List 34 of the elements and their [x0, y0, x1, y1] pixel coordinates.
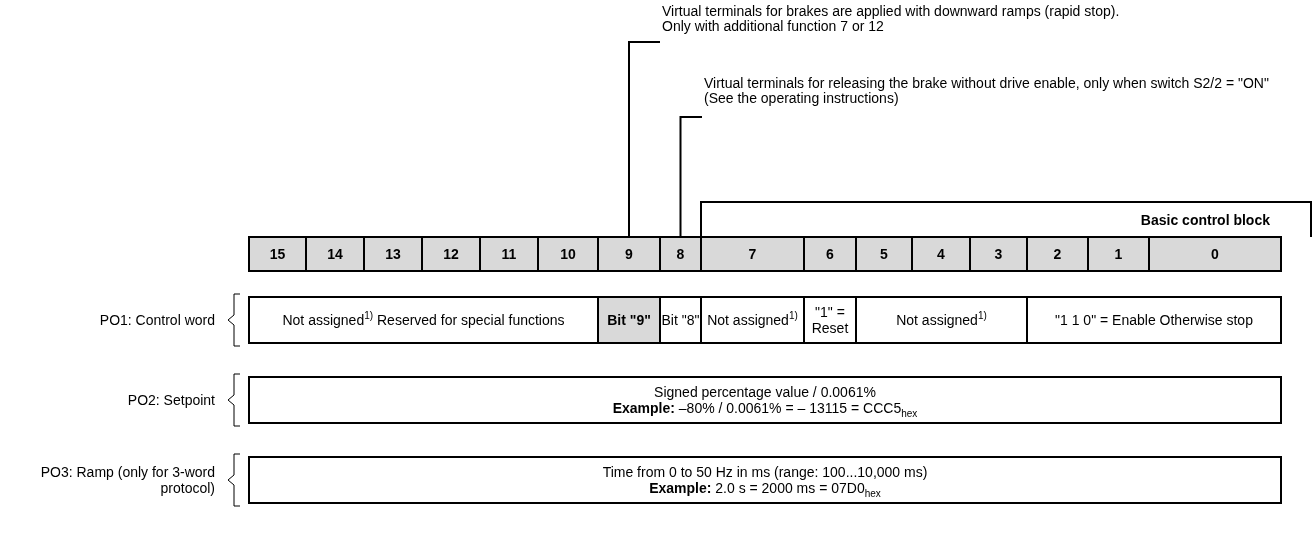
- bit-number-cell: 6: [803, 236, 857, 272]
- bit-number-cell: 8: [659, 236, 702, 272]
- annotation-text: Virtual terminals for brakes are applied with downward ramps (rapid stop).: [662, 4, 1120, 19]
- leader-line: [628, 41, 661, 238]
- row-label: PO2: Setpoint: [126, 392, 215, 408]
- row-label: PO1: Control word: [98, 312, 215, 328]
- bit-number-cell: 13: [363, 236, 423, 272]
- table-cell: Time from 0 to 50 Hz in ms (range: 100...10,000 ms) Example: 2.0 s = 2000 ms = 07D0$_{hex}$: [248, 456, 1282, 504]
- bit-number-cell: 11: [479, 236, 539, 272]
- table-cell: "1 1 0" = Enable Otherwise stop: [1026, 296, 1282, 344]
- bit-number-cell: 7: [700, 236, 805, 272]
- row-label: PO3: Ramp (only for 3-word protocol): [39, 464, 215, 496]
- bit-number-cell: 10: [537, 236, 599, 272]
- annotation-text: Only with additional function 7 or 12: [662, 19, 884, 34]
- table-cell: Signed percentage value / 0.0061% Example: –80% / 0.0061% = – 13115 = CCC5$_{hex}$: [248, 376, 1282, 424]
- bit-number-cell: 3: [969, 236, 1028, 272]
- annotation-text: Virtual terminals for releasing the brake without drive enable, only when switch S2/2 = "ON": [704, 76, 1269, 91]
- table-cell: Bit "8": [659, 296, 702, 344]
- bit-number-cell: 12: [421, 236, 481, 272]
- table-cell: Bit "9": [597, 296, 661, 344]
- bit-number-cell: 4: [911, 236, 971, 272]
- table-cell: Not assigned$^{1)}$: [700, 296, 805, 344]
- bit-number-cell: 14: [305, 236, 365, 272]
- leader-line: [679, 116, 703, 238]
- bit-number-cell: 5: [855, 236, 913, 272]
- bit-number-cell: 2: [1026, 236, 1089, 272]
- annotation-text: (See the operating instructions): [704, 91, 899, 106]
- bit-number-cell: 1: [1087, 236, 1150, 272]
- bit-number-cell: 0: [1148, 236, 1282, 272]
- bit-number-cell: 9: [597, 236, 661, 272]
- bit-number-cell: 15: [248, 236, 307, 272]
- table-cell: "1" = Reset: [803, 296, 857, 344]
- table-cell: Not assigned$^{1)}$ Reserved for special functions: [248, 296, 599, 344]
- table-cell: Not assigned$^{1)}$: [855, 296, 1028, 344]
